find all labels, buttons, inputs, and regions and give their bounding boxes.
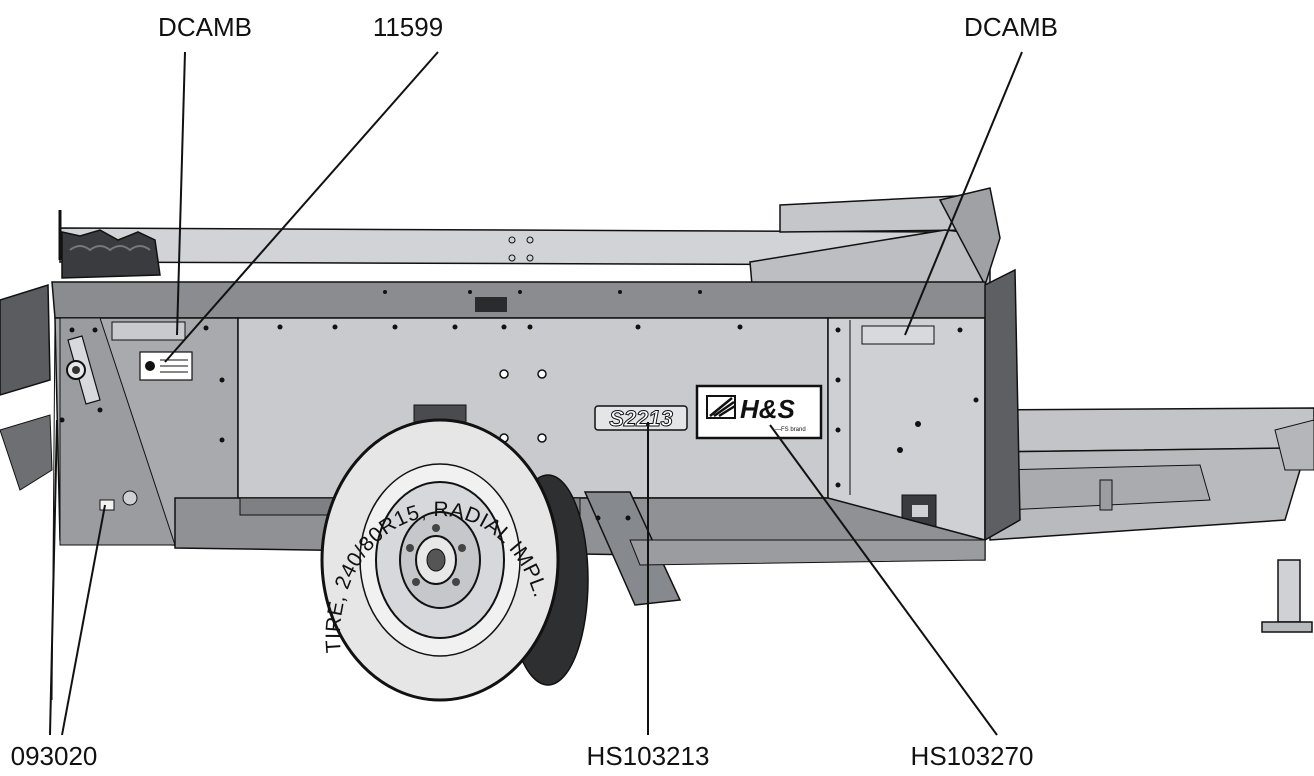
leader-093020-b	[61, 504, 106, 736]
wheel-assembly: TIRE, 240/80R15, RADIAL IMPL.	[320, 418, 589, 702]
leader-lines	[49, 51, 1023, 736]
label-093020: 093020	[11, 741, 98, 771]
trailer-tongue	[984, 407, 1314, 633]
leader-093020-a	[49, 419, 58, 736]
beater-end-panel	[0, 283, 239, 701]
leader-dcamb-left	[176, 51, 186, 336]
label-hs103270: HS103270	[911, 741, 1034, 771]
label-11599: 11599	[373, 12, 443, 42]
brand-logo-text: H&S	[740, 394, 796, 424]
model-decal-text: S2213	[609, 406, 673, 431]
model-decal: S2213	[594, 405, 688, 432]
callout-labels: DCAMB 11599 DCAMB 093020 HS103213 HS1032…	[11, 12, 1058, 771]
brand-tagline: —FS brand	[775, 427, 806, 433]
leader-11599	[164, 51, 439, 363]
leader-dcamb-right	[904, 51, 1023, 336]
brand-decal: H&S —FS brand	[695, 384, 823, 440]
label-hs103213: HS103213	[587, 741, 710, 771]
label-dcamb-left: DCAMB	[158, 12, 252, 42]
label-dcamb-right: DCAMB	[964, 12, 1058, 42]
brand-logo-icon	[709, 397, 736, 418]
hopper-top	[58, 187, 1001, 287]
leader-hs103270	[769, 424, 998, 736]
